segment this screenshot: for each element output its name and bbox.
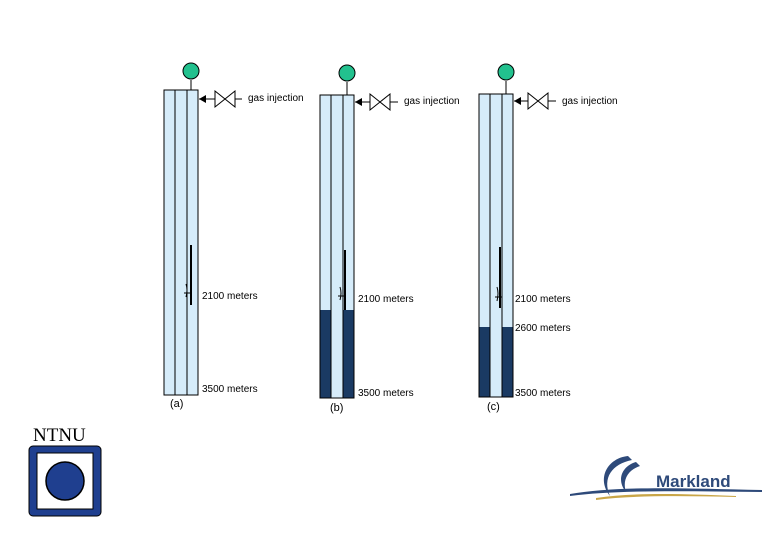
well-c-valve-left (527, 91, 539, 111)
well-b-tubing (330, 94, 344, 399)
well-c-depth-2600: 2600 meters (515, 323, 571, 334)
well-c-tubing (489, 93, 503, 398)
well-a-valve-right (224, 89, 236, 109)
ntnu-logo-text: NTNU (33, 425, 86, 446)
markland-logo-icon (570, 456, 762, 500)
well-b-casing-outline (319, 94, 355, 399)
well-a-wellhead (182, 62, 200, 80)
well-c-depth-3500: 3500 meters (515, 388, 571, 399)
well-c-wellhead (497, 63, 515, 81)
well-b-injection-label: gas injection (404, 96, 460, 107)
well-c-gas-lift-valve (495, 286, 502, 302)
well-b-valve-right (379, 92, 391, 112)
well-a-tubing (174, 89, 188, 396)
well-a-injection-arrow (199, 95, 206, 103)
well-c (478, 63, 556, 398)
well-a-gas-lift-valve (184, 283, 191, 298)
well-b-wellhead (338, 64, 356, 82)
well-c-depth-2100: 2100 meters (515, 294, 571, 305)
well-b-injection-arrow (355, 98, 362, 106)
well-b-panel-label: (b) (330, 402, 344, 414)
well-a-injection-label: gas injection (248, 93, 304, 104)
well-a (163, 62, 242, 396)
well-c-injection-label: gas injection (562, 96, 618, 107)
well-c-casing-outline (478, 93, 514, 398)
well-c-panel-label: (c) (487, 401, 500, 413)
well-b (319, 64, 398, 399)
well-a-depth-3500: 3500 meters (202, 384, 258, 395)
well-c-injection-arrow (514, 97, 521, 105)
well-a-depth-2100: 2100 meters (202, 291, 258, 302)
well-b-valve-left (369, 92, 381, 112)
well-c-valve-right (537, 91, 549, 111)
well-b-depth-3500: 3500 meters (358, 388, 414, 399)
ntnu-logo-icon (28, 445, 102, 517)
markland-logo-text: Markland (656, 472, 731, 491)
well-b-gas-lift-valve (338, 286, 345, 301)
well-a-panel-label: (a) (170, 398, 184, 410)
well-a-valve-left (214, 89, 226, 109)
well-b-depth-2100: 2100 meters (358, 294, 414, 305)
